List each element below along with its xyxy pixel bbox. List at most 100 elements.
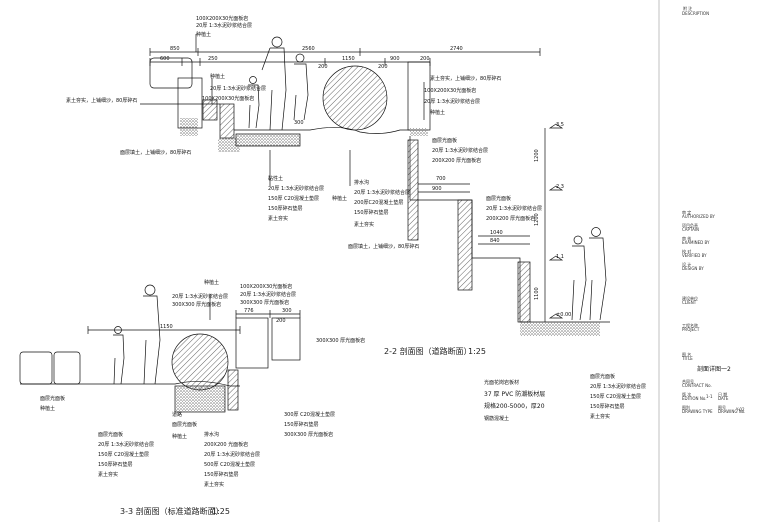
- mid-c-5: 150厚碎石垫层: [354, 209, 389, 216]
- stair-note-3: 200X200 厚光面板岩: [486, 215, 535, 222]
- dim-side-200a: 200: [318, 64, 328, 70]
- dim-850: 850: [170, 46, 180, 52]
- title-block: 附 注 DESCRIPTION 审 定 AUTHORIZED BY 项目负责 C…: [658, 0, 745, 522]
- s33-d-3: 300X300 厚光面板岩: [284, 431, 333, 438]
- drawing-title-label: 图 名: [682, 351, 691, 357]
- elev-3-5: 3.5: [556, 122, 564, 128]
- dim-2560: 2560: [302, 46, 315, 52]
- right-note-3: 20厚 1:3水泥砂浆结合层: [424, 98, 480, 105]
- type-label: 图别: [682, 404, 690, 410]
- step-dim-900: 900: [432, 186, 442, 192]
- s33-c-2: 200X200 光面板岩: [204, 441, 248, 448]
- stair-figures: [571, 227, 607, 321]
- s33-top-1: 种植土: [204, 279, 219, 286]
- role-client: 建设单位: [682, 295, 698, 301]
- mid-c-3: 20厚 1:3水泥砂浆结合层: [354, 189, 410, 196]
- s33-c-6: 素土夯实: [204, 481, 224, 488]
- number-label-en: DRAWING No.: [718, 409, 745, 414]
- step-dim-700: 700: [436, 176, 446, 182]
- mid-b-4: 150厚碎石垫层: [268, 205, 303, 212]
- s33-a-2: 20厚 1:3水泥砂浆结合层: [98, 441, 154, 448]
- vdim-1100: 1100: [534, 287, 540, 300]
- stair-note-2: 20厚 1:3水泥砂浆结合层: [486, 205, 542, 212]
- people-figures-3: [113, 284, 161, 385]
- section-2-2: [140, 34, 610, 336]
- s33-a-1: 面层光面板: [98, 431, 123, 438]
- wall-note-2: 20厚 1:3水泥砂浆结合层: [432, 147, 488, 154]
- vdim-1200a: 1200: [534, 149, 540, 162]
- step-dim-1040: 1040: [490, 230, 503, 236]
- dim-1150: 1150: [342, 56, 355, 62]
- role-authorized-en: AUTHORIZED BY: [682, 214, 715, 219]
- date-label-en: DATE: [718, 396, 729, 401]
- mid-b-5: 素土夯实: [268, 215, 288, 222]
- dim-250: 250: [208, 56, 218, 62]
- right-note-4: 种植土: [430, 109, 445, 116]
- right-note-2: 100X200X30光面板岩: [424, 87, 476, 94]
- right-planter: [235, 317, 269, 369]
- role-list: 审 定 AUTHORIZED BY 项目负责 CAPTAIN 审 核 EXAMI…: [682, 209, 715, 305]
- role-captain: 项目负责: [682, 222, 698, 228]
- contract-label-en: CONTRACT No.: [682, 383, 712, 388]
- edition-label-en: EDITION No.: [682, 396, 706, 401]
- step-dim-840: 840: [490, 238, 500, 244]
- section-3-3-scale: 1:25: [212, 507, 230, 516]
- mid-c-1: 排水沟: [354, 179, 369, 186]
- bottom-note-4: 钢筋混凝土: [484, 415, 509, 422]
- section-2-2-scale: 1:25: [468, 347, 486, 356]
- dim-900: 900: [390, 56, 400, 62]
- s33-top2-3: 300X300 厚光面板岩: [240, 299, 289, 306]
- dim-200: 200: [420, 56, 430, 62]
- s33-dim-1150: 1150: [160, 324, 173, 330]
- s33-a-5: 素土夯实: [98, 471, 118, 478]
- role-examined: 审 核: [682, 235, 691, 241]
- number-label: 图号: [718, 404, 726, 410]
- s33-d-2: 150厚碎石垫层: [284, 421, 319, 428]
- role-verified-en: VERIFIED BY: [682, 253, 707, 258]
- mid-b-1: 黏性土: [268, 175, 283, 182]
- step-note-2: 20厚 1:3水泥砂浆结合层: [210, 85, 266, 92]
- note-top-1: 100X200X30光面板岩: [196, 15, 248, 22]
- bottom-note-3: 规格200-5000，厚20: [484, 402, 545, 410]
- dim-side-200b: 200: [378, 64, 388, 70]
- elev-2-3: 2.3: [556, 184, 564, 190]
- section-3-3: [19, 284, 301, 413]
- remark-label: 附 注: [683, 5, 692, 11]
- note-top-2: 20厚 1:3水泥砂浆结合层: [196, 22, 252, 29]
- bottom-right-3: 150厚 C20混凝土垫层: [590, 393, 641, 400]
- dim-2740: 2740: [450, 46, 463, 52]
- date-label: 日 期: [718, 391, 727, 397]
- dim-side-300: 300: [294, 120, 304, 126]
- bottom-note-1: 光面花岗岩板材: [484, 379, 519, 386]
- project-label: 工程名称: [682, 322, 698, 328]
- dim-600: 600: [160, 56, 170, 62]
- edition-value: 1-1: [706, 394, 713, 399]
- elev-1-1: 1.1: [556, 254, 564, 260]
- step-note-1: 种植土: [210, 73, 225, 80]
- s33-c-3: 20厚 1:3水泥砂浆结合层: [204, 451, 260, 458]
- s33-d-1: 300厚 C20混凝土垫层: [284, 411, 335, 418]
- s33-b-2: 面层光面板: [172, 421, 197, 428]
- s33-dim-776: 776: [244, 308, 254, 314]
- project-label-en: PROJECT: [682, 327, 700, 332]
- mid-c-6: 素土夯实: [354, 221, 374, 228]
- s33-c-4: 500厚 C20混凝土垫层: [204, 461, 255, 468]
- drawing-name: 剖面详图一2: [697, 365, 731, 373]
- wall-note-3: 200X200 厚光面板岩: [432, 157, 481, 164]
- s33-a-4: 150厚碎石垫层: [98, 461, 133, 468]
- mid-c-4: 200厚C20混凝土垫层: [354, 199, 403, 206]
- s33-side-note: 300X300 厚光面板岩: [316, 337, 365, 344]
- bottom-note-2: 37 厚 PVC 防潮板材层: [484, 390, 545, 398]
- stair-note-1: 面层光面板: [486, 195, 511, 202]
- section-2-2-caption: 2-2 剖面图（道路断面）: [384, 346, 472, 356]
- role-verified: 校 对: [682, 248, 691, 254]
- bottom-right-2: 20厚 1:3水泥砂浆结合层: [590, 383, 646, 390]
- s33-top-3: 300X300 厚光面板岩: [172, 301, 221, 308]
- role-design: 设 计: [682, 261, 691, 267]
- hedge-left: [19, 351, 53, 385]
- note-left-2: 面层填土，上铺细沙，80厚碎石: [120, 149, 191, 156]
- bottom-right-4: 150厚碎石垫层: [590, 403, 625, 410]
- bottom-right-5: 素土夯实: [590, 413, 610, 420]
- tree-symbol-3: [171, 333, 229, 391]
- s33-top2-2: 20厚 1:3水泥砂浆结合层: [240, 291, 296, 298]
